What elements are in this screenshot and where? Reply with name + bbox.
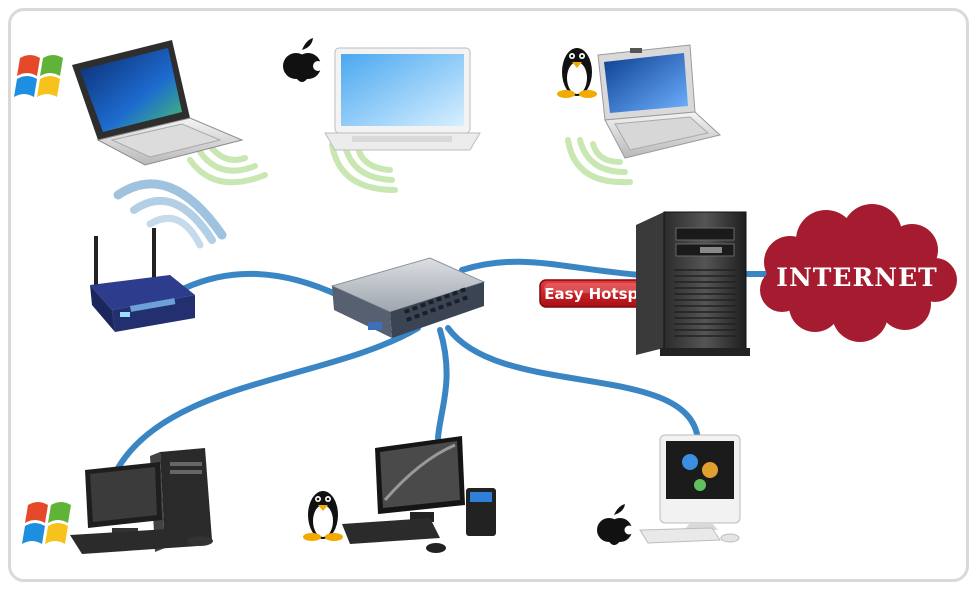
server-tower	[636, 211, 750, 356]
cable-switch-server	[459, 258, 643, 278]
apple-logo-icon	[283, 38, 323, 82]
cable-switch-pc-left	[115, 325, 421, 471]
wifi-signal-laptop-right	[565, 137, 633, 186]
internet-cloud: INTERNET	[760, 204, 957, 342]
network-cables	[115, 258, 775, 471]
cable-router-switch	[182, 270, 343, 299]
wifi-signal-laptop-left	[187, 143, 268, 186]
linux-tux-icon	[557, 48, 597, 98]
wireless-router	[90, 228, 195, 332]
desktop-pc-linux	[342, 436, 496, 553]
hotspot-label: Easy Hotspot	[544, 285, 655, 303]
laptop-linux	[597, 44, 722, 159]
windows-logo-icon	[14, 55, 63, 97]
easy-hotspot-badge: Easy Hotspot	[539, 279, 661, 308]
internet-label: INTERNET	[776, 263, 938, 292]
wifi-signal-router	[113, 179, 227, 249]
windows-logo-icon	[22, 502, 71, 544]
wifi-signal-laptop-center	[329, 142, 398, 193]
desktop-pc-windows	[70, 448, 213, 554]
network-switch	[330, 257, 486, 338]
cable-switch-pc-center	[435, 327, 450, 441]
laptop-windows	[72, 40, 244, 166]
imac-desktop	[639, 434, 741, 544]
laptop-mac	[324, 47, 481, 151]
apple-logo-icon	[597, 504, 634, 545]
linux-tux-icon	[303, 491, 343, 541]
cable-switch-imac	[445, 325, 701, 443]
switch-ports	[404, 287, 468, 322]
